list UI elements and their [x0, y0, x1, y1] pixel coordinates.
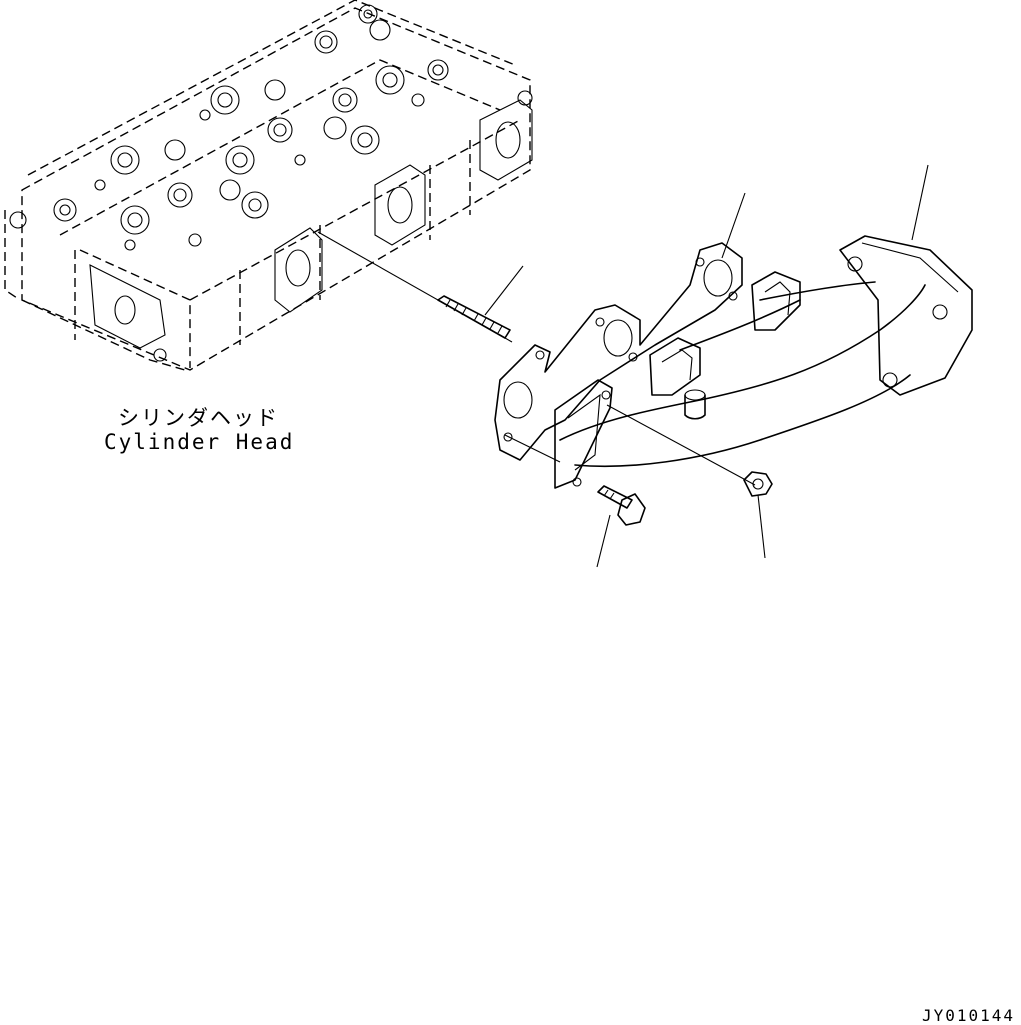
cylinder-head-label-en: Cylinder Head	[104, 430, 295, 454]
leader-lines	[317, 164, 929, 568]
flange-bolt-drawing	[597, 485, 646, 526]
cylinder-head-drawing	[4, 0, 533, 371]
drawing-id: JY010144	[921, 1006, 1015, 1025]
gasket-drawing	[494, 242, 743, 461]
cylinder-head-label-jp: シリンダヘッド	[118, 406, 279, 430]
nut-drawing	[743, 471, 773, 497]
manifold-drawing	[554, 235, 973, 489]
stud-bolt-drawing	[437, 295, 511, 339]
